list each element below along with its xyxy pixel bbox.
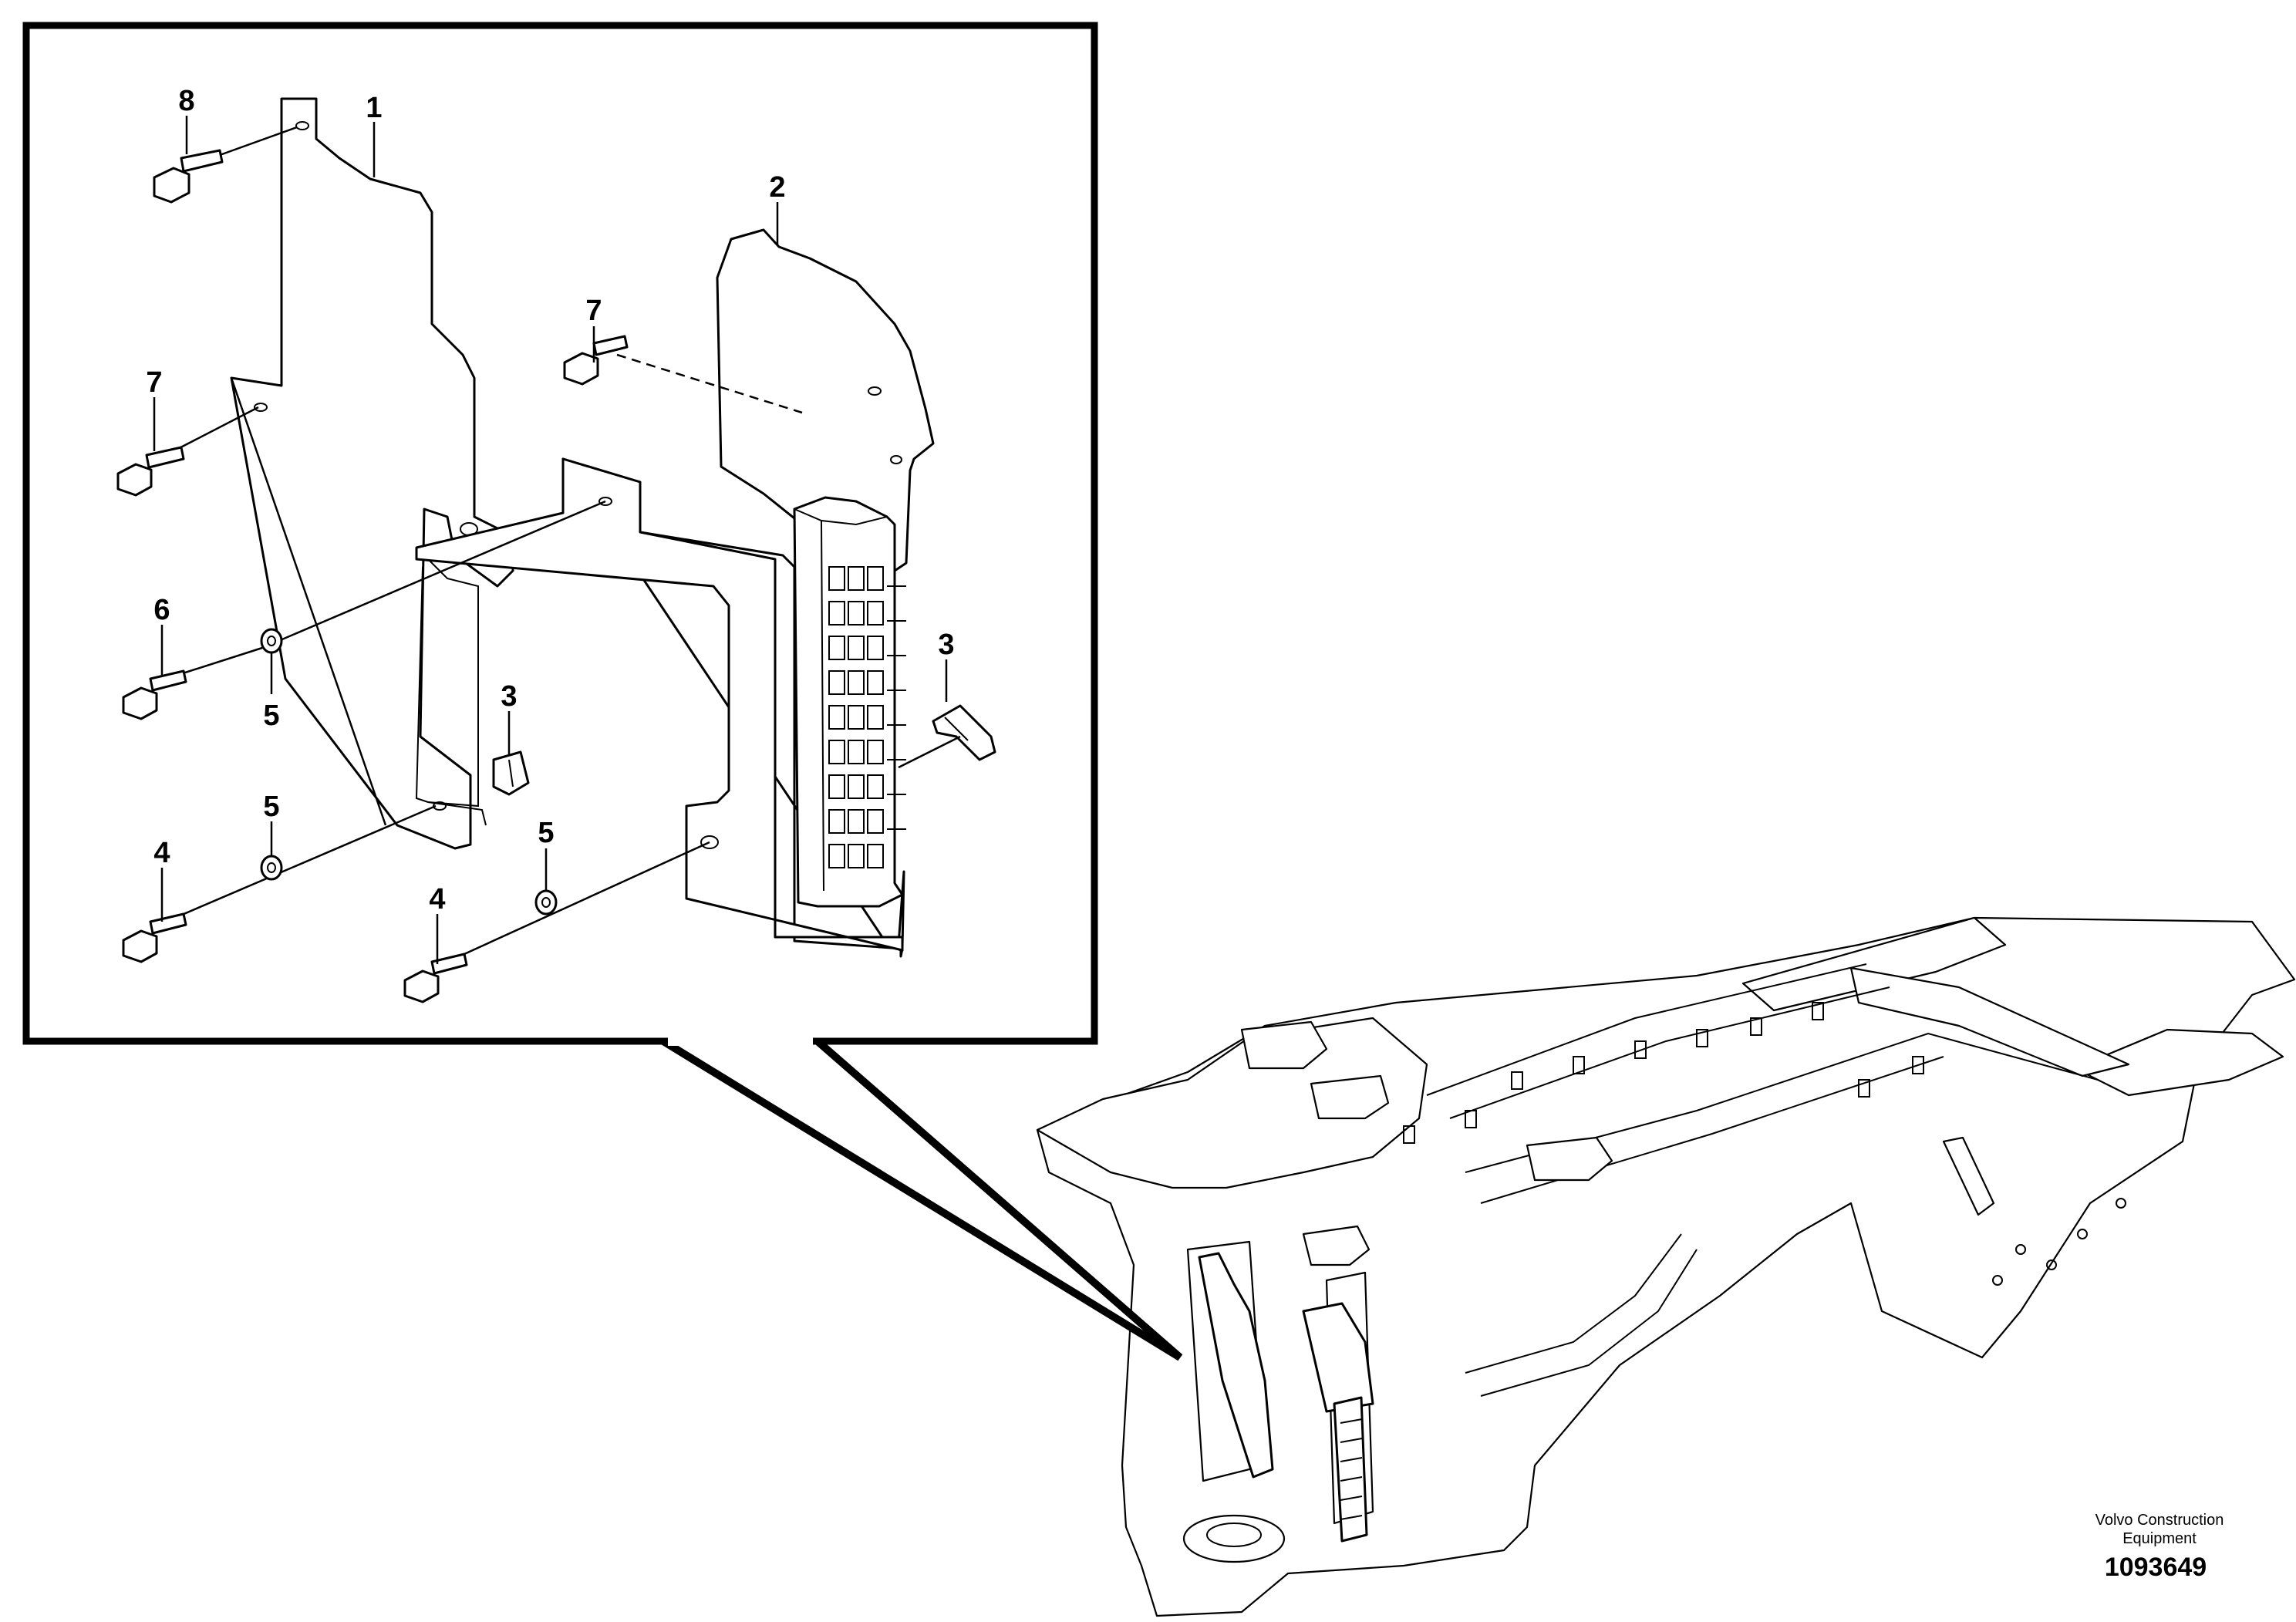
callout-3-right: 3 (938, 629, 954, 661)
bolt-part-7-upper (563, 335, 629, 386)
callout-1: 1 (366, 92, 382, 124)
plate-part-2 (716, 228, 935, 572)
detail-pointer (661, 1037, 1183, 1361)
callout-2: 2 (769, 171, 785, 204)
bolt-part-6 (122, 628, 283, 720)
callout-5-upper: 5 (263, 700, 279, 732)
machine-frame (1036, 916, 2296, 1617)
clip-part-3-right (932, 704, 996, 761)
bolt-part-4-left (122, 855, 283, 963)
footer-credit: Volvo Construction Equipment 1093649 (2095, 1512, 2224, 1582)
callout-4-right: 4 (429, 883, 445, 916)
detail-view: 8 1 2 7 7 6 5 3 3 5 5 4 4 (22, 22, 1183, 1361)
callout-7-upper: 7 (585, 295, 602, 327)
bolt-part-7-lower (116, 446, 185, 497)
channel-slots (828, 566, 906, 868)
callout-5-right: 5 (538, 817, 554, 849)
callout-3-left: 3 (501, 680, 517, 713)
bolt-part-4-right (403, 889, 558, 1003)
callout-4-left: 4 (153, 837, 170, 869)
bolt-part-8 (153, 149, 224, 204)
plate-part-1 (230, 97, 514, 850)
callout-5-middle: 5 (263, 791, 279, 823)
company-name-line1: Volvo Construction (2095, 1512, 2224, 1529)
callout-7-lower: 7 (146, 366, 162, 399)
bracket-body (415, 457, 904, 952)
company-name-line2: Equipment (2122, 1530, 2197, 1547)
callout-8: 8 (178, 85, 194, 117)
drawing-number: 1093649 (2105, 1553, 2207, 1582)
callout-ticks (153, 116, 948, 964)
callout-labels: 8 1 2 7 7 6 5 3 3 5 5 4 4 (146, 85, 954, 916)
callout-6: 6 (153, 594, 170, 626)
